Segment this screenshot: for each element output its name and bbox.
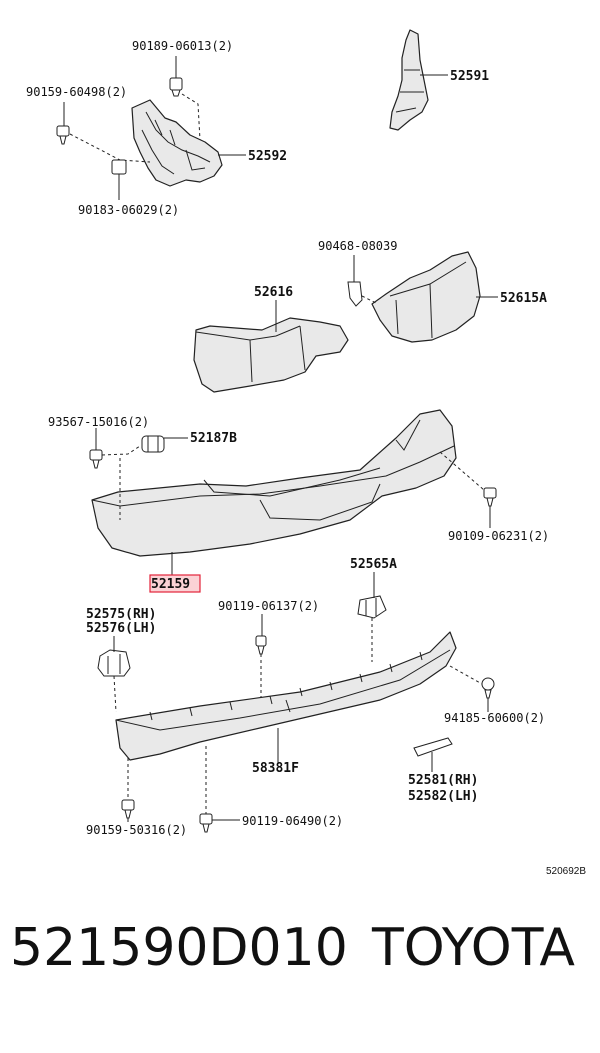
- retainer-52565a: [357, 595, 387, 619]
- screw-93567: [89, 449, 103, 469]
- label-52565a: 52565A: [350, 557, 397, 572]
- screw-90119-06490: [199, 813, 213, 833]
- label-90189-06013: 90189-06013(2): [132, 39, 233, 53]
- mudguard-52592: [131, 99, 223, 187]
- label-90119-06137: 90119-06137(2): [218, 599, 319, 613]
- nut-90183: [111, 159, 127, 175]
- label-58381f: 58381F: [252, 761, 299, 776]
- label-90159-50316: 90159-50316(2): [86, 823, 187, 837]
- fastener-94185: [481, 677, 495, 699]
- label-52187b: 52187B: [190, 431, 237, 446]
- part-number: 521590D010: [10, 918, 348, 978]
- absorber-52615a: [371, 251, 481, 343]
- label-94185-60600: 94185-60600(2): [444, 711, 545, 725]
- label-90183-06029: 90183-06029(2): [78, 203, 179, 217]
- bracket-52575: [97, 649, 131, 677]
- label-90119-06490: 90119-06490(2): [242, 814, 343, 828]
- screw-90159-60498: [56, 125, 70, 145]
- highlight-52159: [149, 574, 201, 593]
- diagram-code: 520692B: [546, 866, 586, 877]
- leader-94185-dash: [449, 665, 483, 685]
- label-52576-lh: 52576(LH): [86, 621, 156, 636]
- label-52591: 52591: [450, 69, 489, 84]
- brand-name: TOYOTA: [372, 918, 575, 978]
- screw-90159-50316: [121, 799, 135, 819]
- label-52615a: 52615A: [500, 291, 547, 306]
- label-52592: 52592: [248, 149, 287, 164]
- retainer-52187b: [141, 435, 165, 453]
- label-90109-06231: 90109-06231(2): [448, 529, 549, 543]
- leader-90468-dash: [361, 295, 379, 305]
- leader-93567-dash: [101, 445, 141, 520]
- leader-52575-dash: [113, 675, 117, 713]
- footer: 521590D010 TOYOTA: [0, 910, 600, 1020]
- pad-52581: [413, 737, 453, 757]
- leader-90189-dash: [181, 93, 201, 141]
- spoiler-58381f: [115, 631, 457, 761]
- clip-90189: [169, 77, 183, 97]
- bracket-52591: [389, 29, 429, 131]
- label-93567-15016: 93567-15016(2): [48, 415, 149, 429]
- label-90468-08039: 90468-08039: [318, 239, 397, 253]
- label-52581-rh: 52581(RH): [408, 773, 478, 788]
- label-52575-rh: 52575(RH): [86, 607, 156, 622]
- label-52159: 52159: [151, 577, 190, 592]
- label-52616: 52616: [254, 285, 293, 300]
- label-90159-60498: 90159-60498(2): [26, 85, 127, 99]
- screw-90119-06137: [255, 635, 267, 655]
- screw-90109: [483, 487, 497, 507]
- bumper-cover-52159: [91, 409, 457, 557]
- bracket-90468: [347, 281, 363, 307]
- label-52582-lh: 52582(LH): [408, 789, 478, 804]
- absorber-52616: [193, 317, 349, 393]
- leader-90109-dash: [439, 451, 485, 491]
